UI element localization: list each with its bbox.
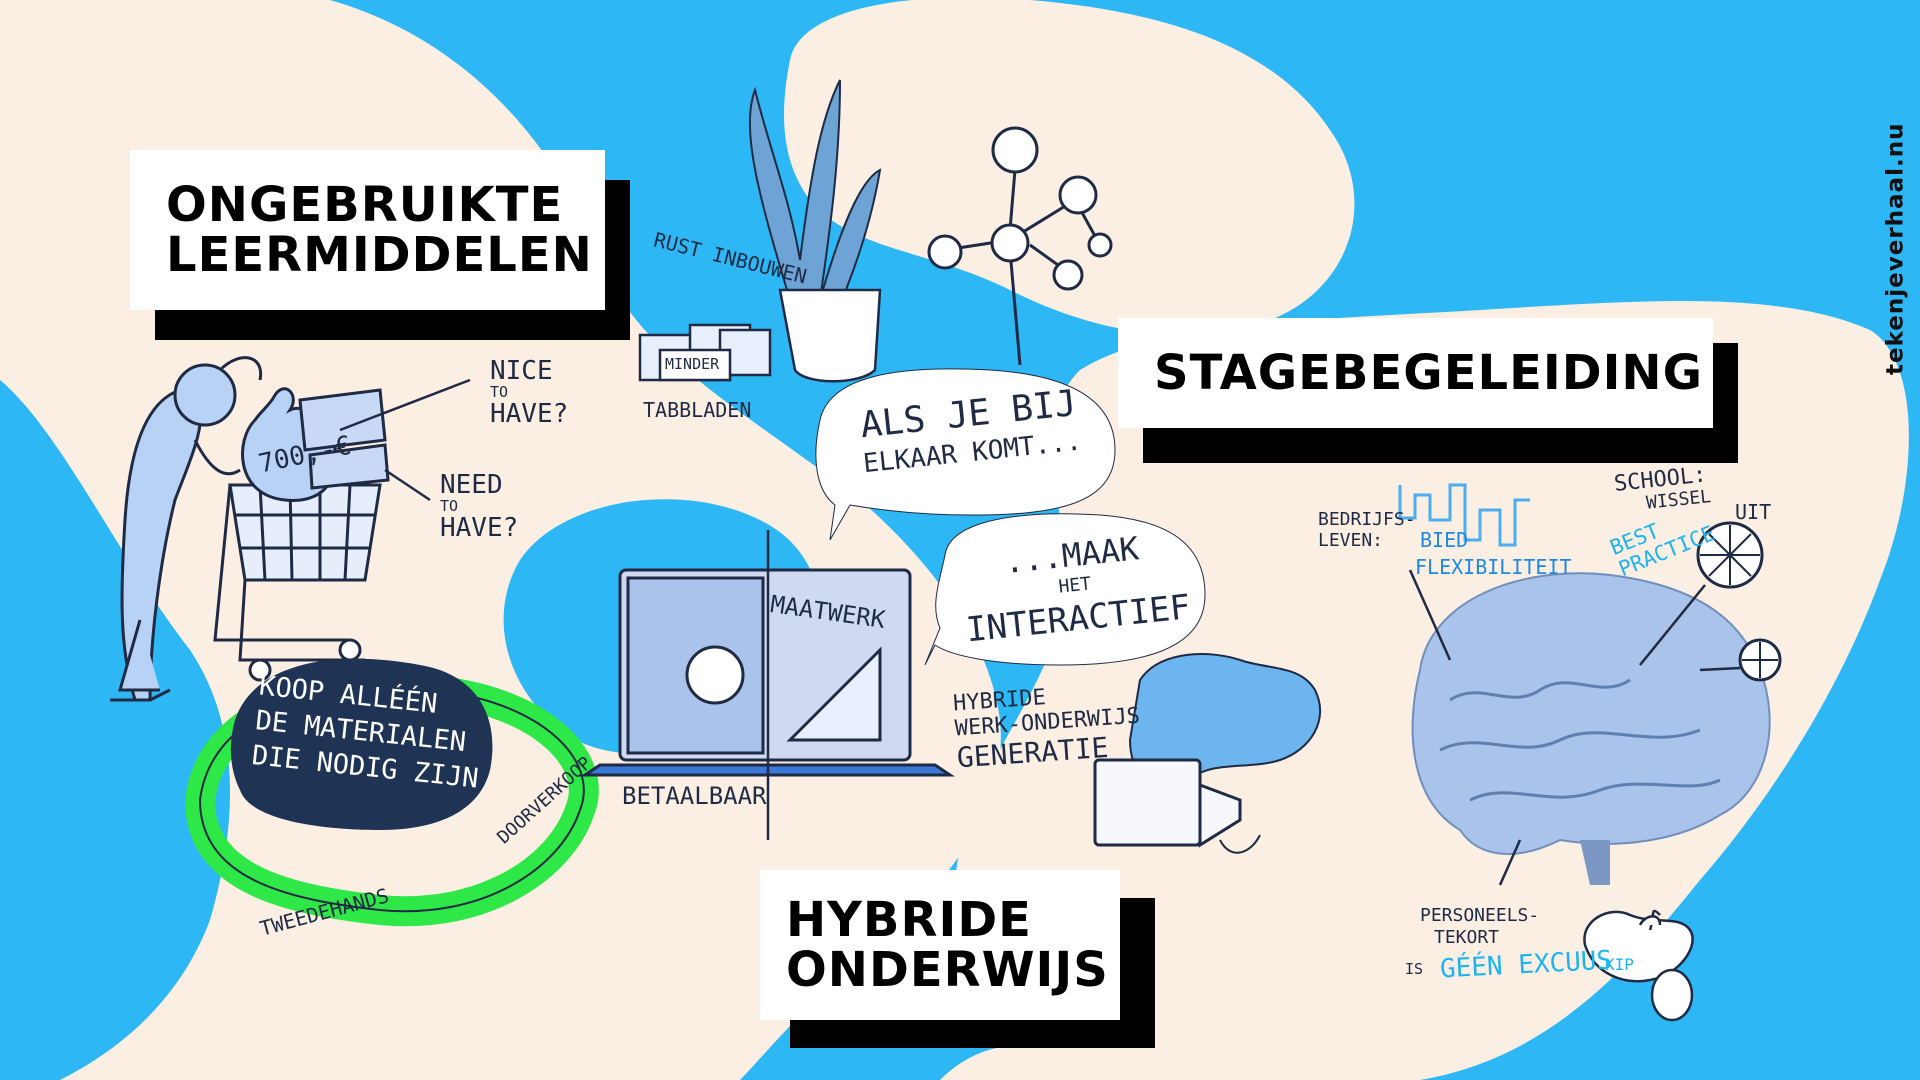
shopper-legs: [110, 619, 171, 702]
title-hybride-line-2: ONDERWIJS: [786, 942, 1109, 998]
personeels-line-1: PERSONEELS-: [1420, 905, 1540, 926]
euro-coin: [685, 645, 745, 705]
betaalbaar-label: BETAALBAAR: [622, 782, 767, 810]
tabbladen-label: TABBLADEN: [643, 398, 752, 422]
bedrijfsleven-note: BEDRIJFS- LEVEN:: [1318, 509, 1416, 551]
laptop-2-base: [1198, 782, 1242, 848]
need-line-3: HAVE?: [440, 513, 519, 544]
shopper-head: [173, 363, 237, 427]
title-face: HYBRIDE ONDERWIJS: [760, 870, 1120, 1020]
personeels-line-2: TEKORT: [1434, 926, 1500, 948]
cart-wheel-1: [248, 658, 272, 682]
need-pointer: [384, 468, 431, 502]
credit-url: tekenjeverhaal.nu: [1882, 122, 1908, 375]
power-cable: [1219, 834, 1261, 854]
shopper-illustration: [110, 356, 263, 702]
personeels-note: PERSONEELS- TEKORT: [1420, 905, 1539, 948]
laptop-2-screen: [1093, 758, 1202, 847]
title-face: ONGEBRUIKTE LEERMIDDELEN: [130, 150, 605, 310]
title-leermiddelen-box: ONGEBRUIKTE LEERMIDDELEN: [130, 150, 630, 340]
sand-edge-bottom: [940, 1046, 1080, 1080]
chicken-illustration: [1583, 909, 1694, 1022]
cycle-ring: [184, 658, 599, 927]
nice-line-2: TO: [490, 383, 509, 402]
navy-blob: [230, 658, 493, 830]
laptop-2-illustration: [1093, 653, 1321, 854]
shopper-body: [120, 388, 203, 702]
triangle-ruler: [786, 646, 882, 742]
shopper-arm: [193, 439, 241, 476]
title-leermiddelen-line-2: LEERMIDDELEN: [166, 227, 593, 283]
nice-to-have-note: NICE TO HAVE?: [490, 356, 569, 430]
need-line-1: NEED: [440, 470, 503, 500]
title-stage-text: STAGEBEGELEIDING: [1154, 344, 1703, 401]
wheel-icon: [1696, 521, 1782, 682]
chicken-head: [1638, 915, 1662, 926]
chicken-body: [1583, 910, 1694, 983]
title-hybride-line-1: HYBRIDE: [786, 891, 1032, 948]
kip-label: KIP: [1605, 955, 1634, 974]
shopper-ponytail: [218, 356, 263, 381]
nice-line-1: NICE: [490, 356, 553, 386]
brain-illustration: [1411, 572, 1771, 885]
minder-label: MINDER: [665, 355, 720, 373]
need-to-have-note: NEED TO HAVE?: [440, 470, 519, 544]
title-stage-box: STAGEBEGELEIDING: [1118, 318, 1738, 463]
nice-line-3: HAVE?: [490, 399, 569, 430]
laptop-illustration: [580, 530, 955, 840]
title-face: STAGEBEGELEIDING: [1118, 318, 1713, 428]
speech-bubble-1: [815, 368, 1116, 541]
bedrijfsleven-line-1: BEDRIJFS-: [1318, 509, 1416, 530]
sky-cutout-left: [0, 380, 230, 1080]
plant-pot: [778, 288, 882, 383]
brain-shape: [1411, 572, 1771, 855]
cart-wheel-2: [338, 638, 362, 662]
chicken-neck: [1648, 909, 1661, 931]
city-skyline: [1398, 483, 1530, 547]
speech-bubble-2: [924, 513, 1206, 666]
sand-blob-top: [784, 0, 1355, 335]
network-diagram: [927, 126, 1113, 366]
tab-front: [658, 348, 732, 382]
plant-illustration: [748, 79, 882, 383]
title-hybride-box: HYBRIDE ONDERWIJS: [760, 870, 1160, 1050]
uit-label: UIT: [1735, 500, 1772, 524]
need-line-2: TO: [440, 497, 459, 516]
cart-frame: [213, 484, 365, 662]
cart-grid: [235, 484, 375, 581]
book-stack: [298, 388, 390, 490]
bedrijfsleven-line-2: LEVEN:: [1318, 529, 1384, 551]
plant-leaves: [748, 79, 882, 307]
brain-folds: [1439, 678, 1721, 802]
cart-illustration: [213, 387, 390, 682]
bied-label: BIED: [1420, 528, 1469, 552]
nice-pointer: [339, 378, 471, 432]
is-label: IS: [1405, 960, 1424, 978]
flexibiliteit-label: FLEXIBILITEIT: [1415, 555, 1572, 579]
pointer-lines: [1408, 569, 1741, 886]
egg: [1650, 968, 1694, 1022]
brain-stem: [1580, 840, 1610, 885]
tabs-illustration: [638, 323, 772, 382]
title-leermiddelen-line-1: ONGEBRUIKTE: [166, 176, 564, 233]
hybride-generatie-note: HYBRIDE WERK-ONDERWIJS GENERATIE: [952, 679, 1143, 775]
